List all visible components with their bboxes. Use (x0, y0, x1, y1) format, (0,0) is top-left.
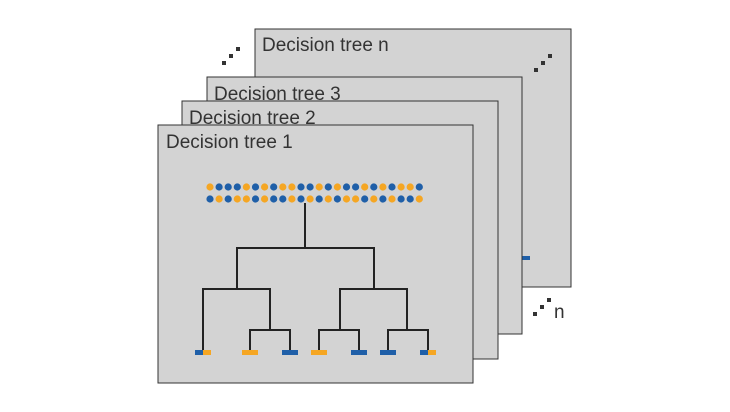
sample-dot-blue (397, 195, 405, 203)
card-n-leaf-mark (520, 256, 530, 260)
n-label: n (554, 302, 565, 323)
sample-dot-orange (242, 195, 250, 203)
sample-dot-blue (270, 183, 278, 191)
leaf-7-orange (428, 350, 436, 355)
tree-leaves (195, 350, 436, 355)
sample-dot-blue (215, 183, 223, 191)
sample-dot-orange (352, 195, 360, 203)
sample-dot-blue (297, 195, 305, 203)
sample-dot-orange (415, 195, 423, 203)
sample-dot-orange (361, 183, 369, 191)
sample-dot-orange (261, 195, 269, 203)
sample-dot-blue (415, 183, 423, 191)
ellipsis-dots-top-left (222, 47, 240, 65)
leaf-4-orange (311, 350, 327, 355)
leaf-2-orange (242, 350, 258, 355)
sample-dot-blue (251, 195, 260, 203)
ellipsis-dots-top-right (534, 54, 552, 72)
sample-dot-blue (342, 183, 351, 191)
sample-dot-blue (315, 195, 323, 203)
leaf-1-orange (203, 350, 211, 355)
sample-dot-blue (333, 195, 341, 203)
sample-dot-orange (324, 195, 332, 203)
sample-dot-orange (279, 183, 287, 191)
sample-dot-blue (324, 183, 332, 191)
sample-dot-orange (315, 183, 323, 191)
sample-dot-orange (397, 183, 405, 191)
leaf-5-blue (351, 350, 367, 355)
tree-edges (202, 203, 429, 353)
card-2-title: Decision tree 2 (189, 108, 316, 129)
sample-dot-orange (215, 195, 223, 203)
leaf-1-blue (195, 350, 203, 355)
sample-dot-blue (224, 195, 232, 203)
sample-dot-blue (206, 195, 214, 203)
sample-dot-blue (388, 183, 396, 191)
ellipsis-dots-bottom-right (533, 298, 551, 316)
sample-dot-blue (279, 195, 287, 203)
sample-dots (206, 183, 423, 203)
leaf-6-blue (380, 350, 396, 355)
sample-dot-orange (342, 195, 351, 203)
sample-dot-orange (406, 183, 414, 191)
sample-dot-blue (379, 195, 387, 203)
sample-dot-orange (206, 183, 214, 191)
sample-dot-blue (306, 183, 314, 191)
card-n-title: Decision tree n (262, 35, 389, 56)
card-decision-tree-1 (157, 124, 474, 384)
sample-dot-blue (370, 183, 378, 191)
sample-dot-blue (352, 183, 360, 191)
card-3-title: Decision tree 3 (214, 84, 341, 105)
sample-dot-orange (333, 183, 341, 191)
sample-dot-orange (233, 195, 241, 203)
leaf-3-blue (282, 350, 298, 355)
leaf-7-blue (420, 350, 428, 355)
sample-dot-orange (306, 195, 314, 203)
sample-dot-orange (370, 195, 378, 203)
sample-dot-blue (297, 183, 305, 191)
sample-dot-orange (242, 183, 250, 191)
sample-dot-blue (233, 183, 241, 191)
card-1-title: Decision tree 1 (166, 132, 293, 153)
sample-dot-orange (288, 183, 296, 191)
sample-dot-blue (270, 195, 278, 203)
sample-dot-blue (251, 183, 260, 191)
sample-dot-orange (288, 195, 296, 203)
sample-dot-blue (361, 195, 369, 203)
sample-dot-blue (224, 183, 232, 191)
sample-dot-orange (261, 183, 269, 191)
sample-dot-orange (388, 195, 396, 203)
sample-dot-orange (379, 183, 387, 191)
sample-dot-blue (406, 195, 414, 203)
